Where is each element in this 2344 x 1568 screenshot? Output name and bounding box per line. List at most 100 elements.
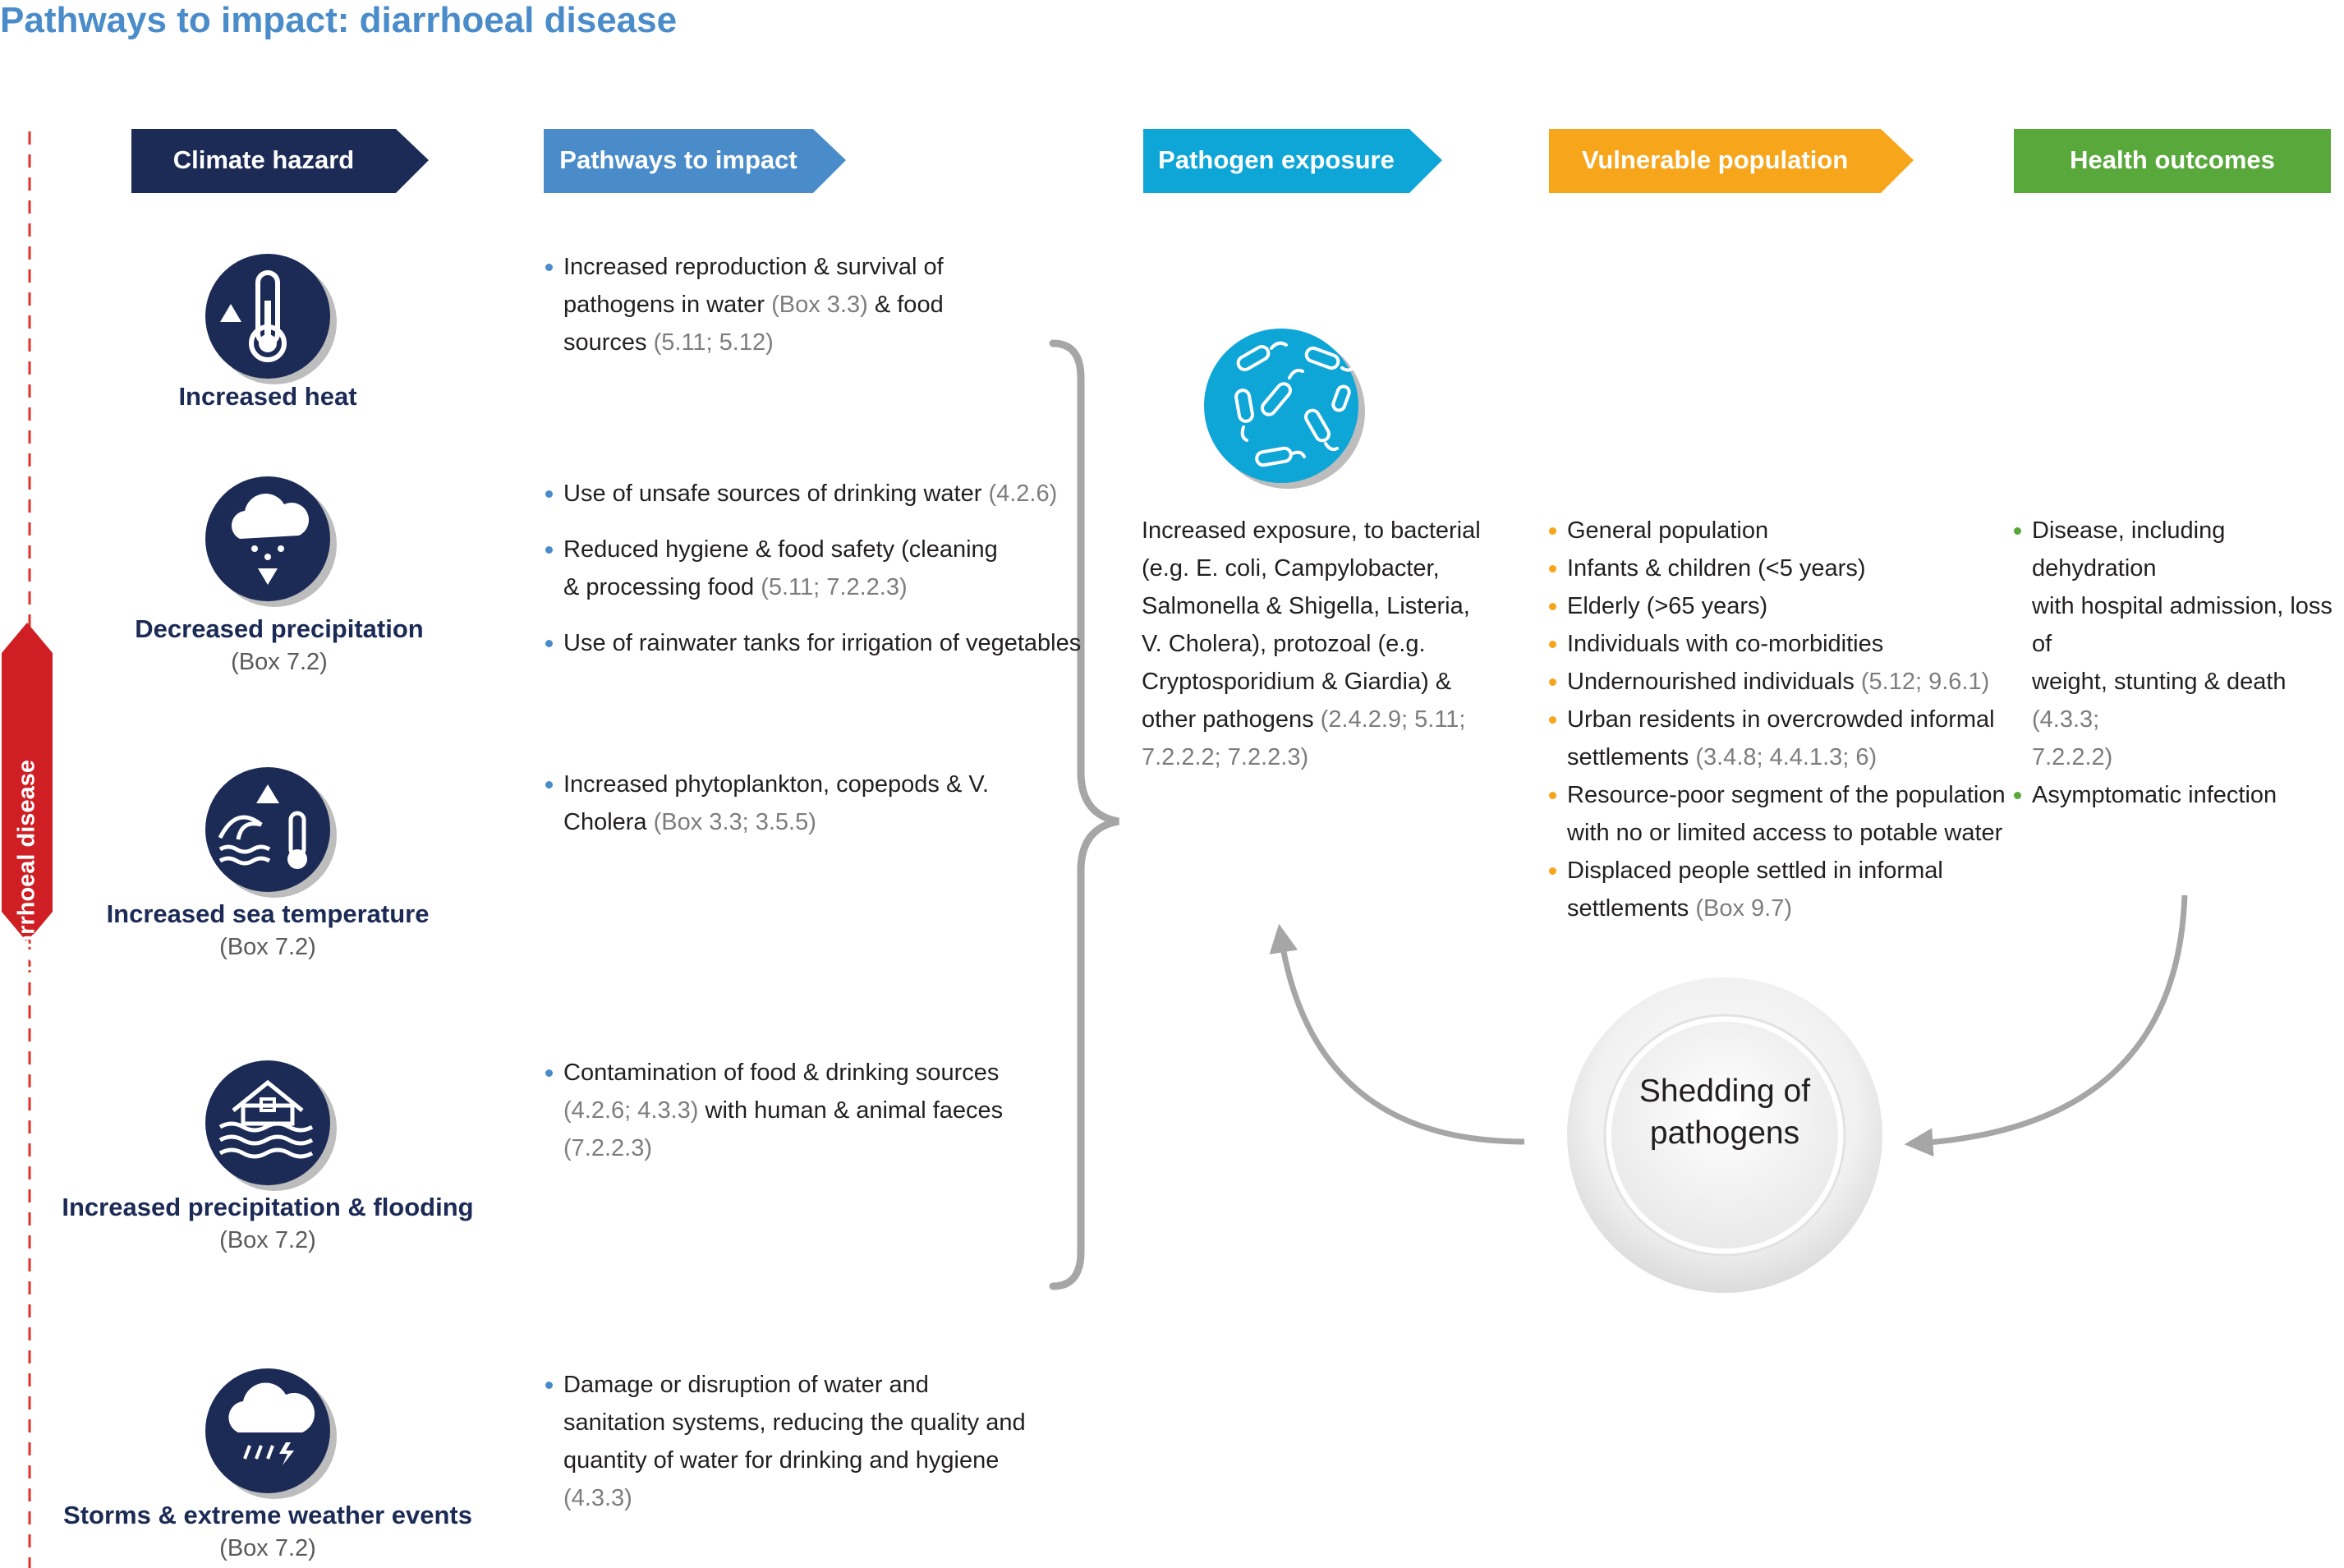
reference-text: 7.2.2.2; 7.2.2.3)	[1142, 744, 1309, 770]
reference-text: (Box 9.7)	[1695, 895, 1793, 922]
pathways-sea-list: Increased phytoplankton, copepods & V. Ch…	[544, 766, 989, 841]
text-line: Increased reproduction & survival of	[563, 248, 944, 286]
header-pathogen-exposure: Pathogen exposure	[1158, 145, 1395, 174]
body-text: with hospital admission, loss of	[2032, 593, 2333, 657]
header-health-outcomes: Health outcomes	[2070, 145, 2275, 174]
page-title: Pathways to impact: diarrhoeal disease	[0, 0, 678, 40]
body-text: Salmonella & Shigella, Listeria,	[1142, 593, 1470, 619]
hazard-label-decreased-precipitation: Decreased precipitation	[135, 614, 424, 643]
storm-cloud-icon	[205, 1368, 337, 1499]
text-line: with hospital admission, loss of	[2032, 587, 2344, 663]
reference-text: (4.2.6)	[988, 481, 1058, 507]
text-line: (4.2.6; 4.3.3) with human & animal faece…	[563, 1092, 1003, 1129]
reference-text: (Box 3.3)	[771, 292, 868, 318]
list-item: Increased reproduction & survival of path…	[544, 248, 944, 361]
text-line: Reduced hygiene & food safety (cleaning	[563, 531, 1081, 568]
text-line: Asymptomatic infection	[2032, 776, 2344, 814]
list-item: Use of rainwater tanks for irrigation of…	[544, 624, 1081, 662]
hazard-label-sea-temperature: Increased sea temperature	[106, 899, 430, 928]
header-pathogen-shape	[1143, 129, 1442, 193]
reference-text: (Box 3.3; 3.5.5)	[653, 809, 816, 835]
body-text: pathogens in water	[563, 292, 772, 318]
text-line: 7.2.2.2)	[2032, 738, 2344, 776]
reference-text: (2.4.2.9; 5.11;	[1320, 706, 1466, 733]
text-line: sanitation systems, reducing the quality…	[563, 1404, 1026, 1442]
hazard-ref-decreased-precipitation: (Box 7.2)	[231, 649, 328, 675]
text-line: Salmonella & Shigella, Listeria,	[1142, 587, 1487, 625]
body-text: Disease, including dehydration	[2032, 517, 2226, 582]
text-line: sources (5.11; 5.12)	[563, 324, 944, 361]
text-line: other pathogens (2.4.2.9; 5.11;	[1142, 701, 1487, 738]
text-line: & processing food (5.11; 7.2.2.3)	[563, 568, 1081, 606]
pathogen-exposure-text: Increased exposure, to bacterial (e.g. E.…	[1142, 512, 1487, 776]
list-item: Resource-poor segment of the population w…	[1547, 776, 2006, 852]
body-text: other pathogens	[1142, 706, 1321, 733]
reference-text: 7.2.2.2)	[2032, 744, 2113, 770]
list-item: Infants & children (<5 years)	[1547, 549, 2006, 587]
body-text: Elderly (>65 years)	[1567, 593, 1768, 619]
body-text: Individuals with co-morbidities	[1567, 631, 1884, 657]
body-text: Undernourished individuals	[1567, 669, 1861, 695]
list-item: Urban residents in overcrowded informal s…	[1547, 701, 2006, 776]
body-text: (e.g. E. coli, Campylobacter,	[1142, 555, 1440, 582]
thermometer-increase-icon	[205, 254, 337, 384]
pathways-storm-list: Damage or disruption of water and sanitat…	[544, 1366, 1026, 1517]
hazard-ref-storms: (Box 7.2)	[219, 1535, 316, 1561]
body-text: Displaced people settled in informal	[1567, 858, 1943, 884]
body-text: Urban residents in overcrowded informal	[1567, 706, 1995, 733]
cycle-arrow-right	[1904, 894, 2188, 1157]
text-line: weight, stunting & death (4.3.3;	[2032, 663, 2344, 738]
bacteria-icon	[1204, 329, 1365, 489]
shedding-label-line-1: Shedding of	[1639, 1074, 1811, 1109]
hazard-label-flooding: Increased precipitation & flooding	[62, 1193, 474, 1221]
body-text: Increased phytoplankton, copepods & V.	[563, 771, 990, 798]
header-health-shape	[2014, 129, 2331, 193]
body-text: settlements	[1567, 895, 1696, 922]
header-pathways-to-impact: Pathways to impact	[559, 145, 797, 174]
text-line: with no or limited access to potable wat…	[1567, 814, 2006, 852]
text-line: Individuals with co-morbidities	[1567, 625, 2006, 663]
house-flood-icon	[205, 1060, 337, 1191]
text-line: General population	[1567, 512, 2006, 549]
shedding-label: Shedding of pathogens	[1602, 1070, 1848, 1154]
text-line: (7.2.2.3)	[563, 1129, 1003, 1167]
text-line: pathogens in water (Box 3.3) & food	[563, 286, 944, 324]
text-line: settlements (3.4.8; 4.4.1.3; 6)	[1567, 738, 2006, 776]
health-outcomes-list: Disease, including dehydration with hospi…	[2012, 512, 2344, 814]
text-line: Disease, including dehydration	[2032, 512, 2344, 587]
body-text: weight, stunting & death	[2032, 669, 2287, 695]
text-line: Damage or disruption of water and	[563, 1366, 1026, 1404]
list-item: Contamination of food & drinking sources…	[544, 1054, 1003, 1167]
list-item: Asymptomatic infection	[2012, 776, 2344, 814]
hazard-ref-sea-temperature: (Box 7.2)	[219, 934, 316, 960]
body-text: with no or limited access to potable wat…	[1567, 820, 2003, 846]
body-text: sanitation systems, reducing the quality…	[563, 1409, 1026, 1436]
text-line: settlements (Box 9.7)	[1567, 890, 2006, 927]
text-line: Cholera (Box 3.3; 3.5.5)	[563, 803, 989, 841]
text-line: Infants & children (<5 years)	[1567, 549, 2006, 587]
pathways-heat-list: Increased reproduction & survival of path…	[544, 248, 944, 361]
body-text: & food	[867, 292, 944, 318]
reference-text: (5.11; 7.2.2.3)	[761, 574, 908, 600]
text-line: (4.3.3)	[563, 1479, 1026, 1517]
hazard-label-heat: Increased heat	[178, 382, 357, 411]
list-item: Undernourished individuals (5.12; 9.6.1)	[1547, 663, 2006, 701]
body-text: quantity of water for drinking and hygie…	[563, 1447, 1000, 1474]
header-climate-hazard: Climate hazard	[172, 145, 355, 174]
pathways-drought-list: Use of unsafe sources of drinking water …	[544, 475, 1081, 662]
wave-thermometer-icon	[205, 767, 337, 898]
body-text: V. Cholera), protozoal (e.g.	[1142, 631, 1426, 657]
body-text: Increased reproduction & survival of	[563, 254, 944, 280]
text-line: Resource-poor segment of the population	[1567, 776, 2006, 814]
text-line: Displaced people settled in informal	[1567, 852, 2006, 890]
list-item: Disease, including dehydration with hospi…	[2012, 512, 2344, 776]
body-text: Increased exposure, to bacterial	[1142, 517, 1481, 544]
text-line: Undernourished individuals (5.12; 9.6.1)	[1567, 663, 2006, 701]
reference-text: (5.12; 9.6.1)	[1860, 669, 1990, 695]
header-vulnerable-shape	[1549, 129, 1914, 193]
body-text: sources	[563, 329, 654, 356]
body-text: with human & animal faeces	[698, 1097, 1004, 1124]
body-text: & processing food	[563, 574, 761, 600]
body-text: Infants & children (<5 years)	[1567, 555, 1866, 582]
